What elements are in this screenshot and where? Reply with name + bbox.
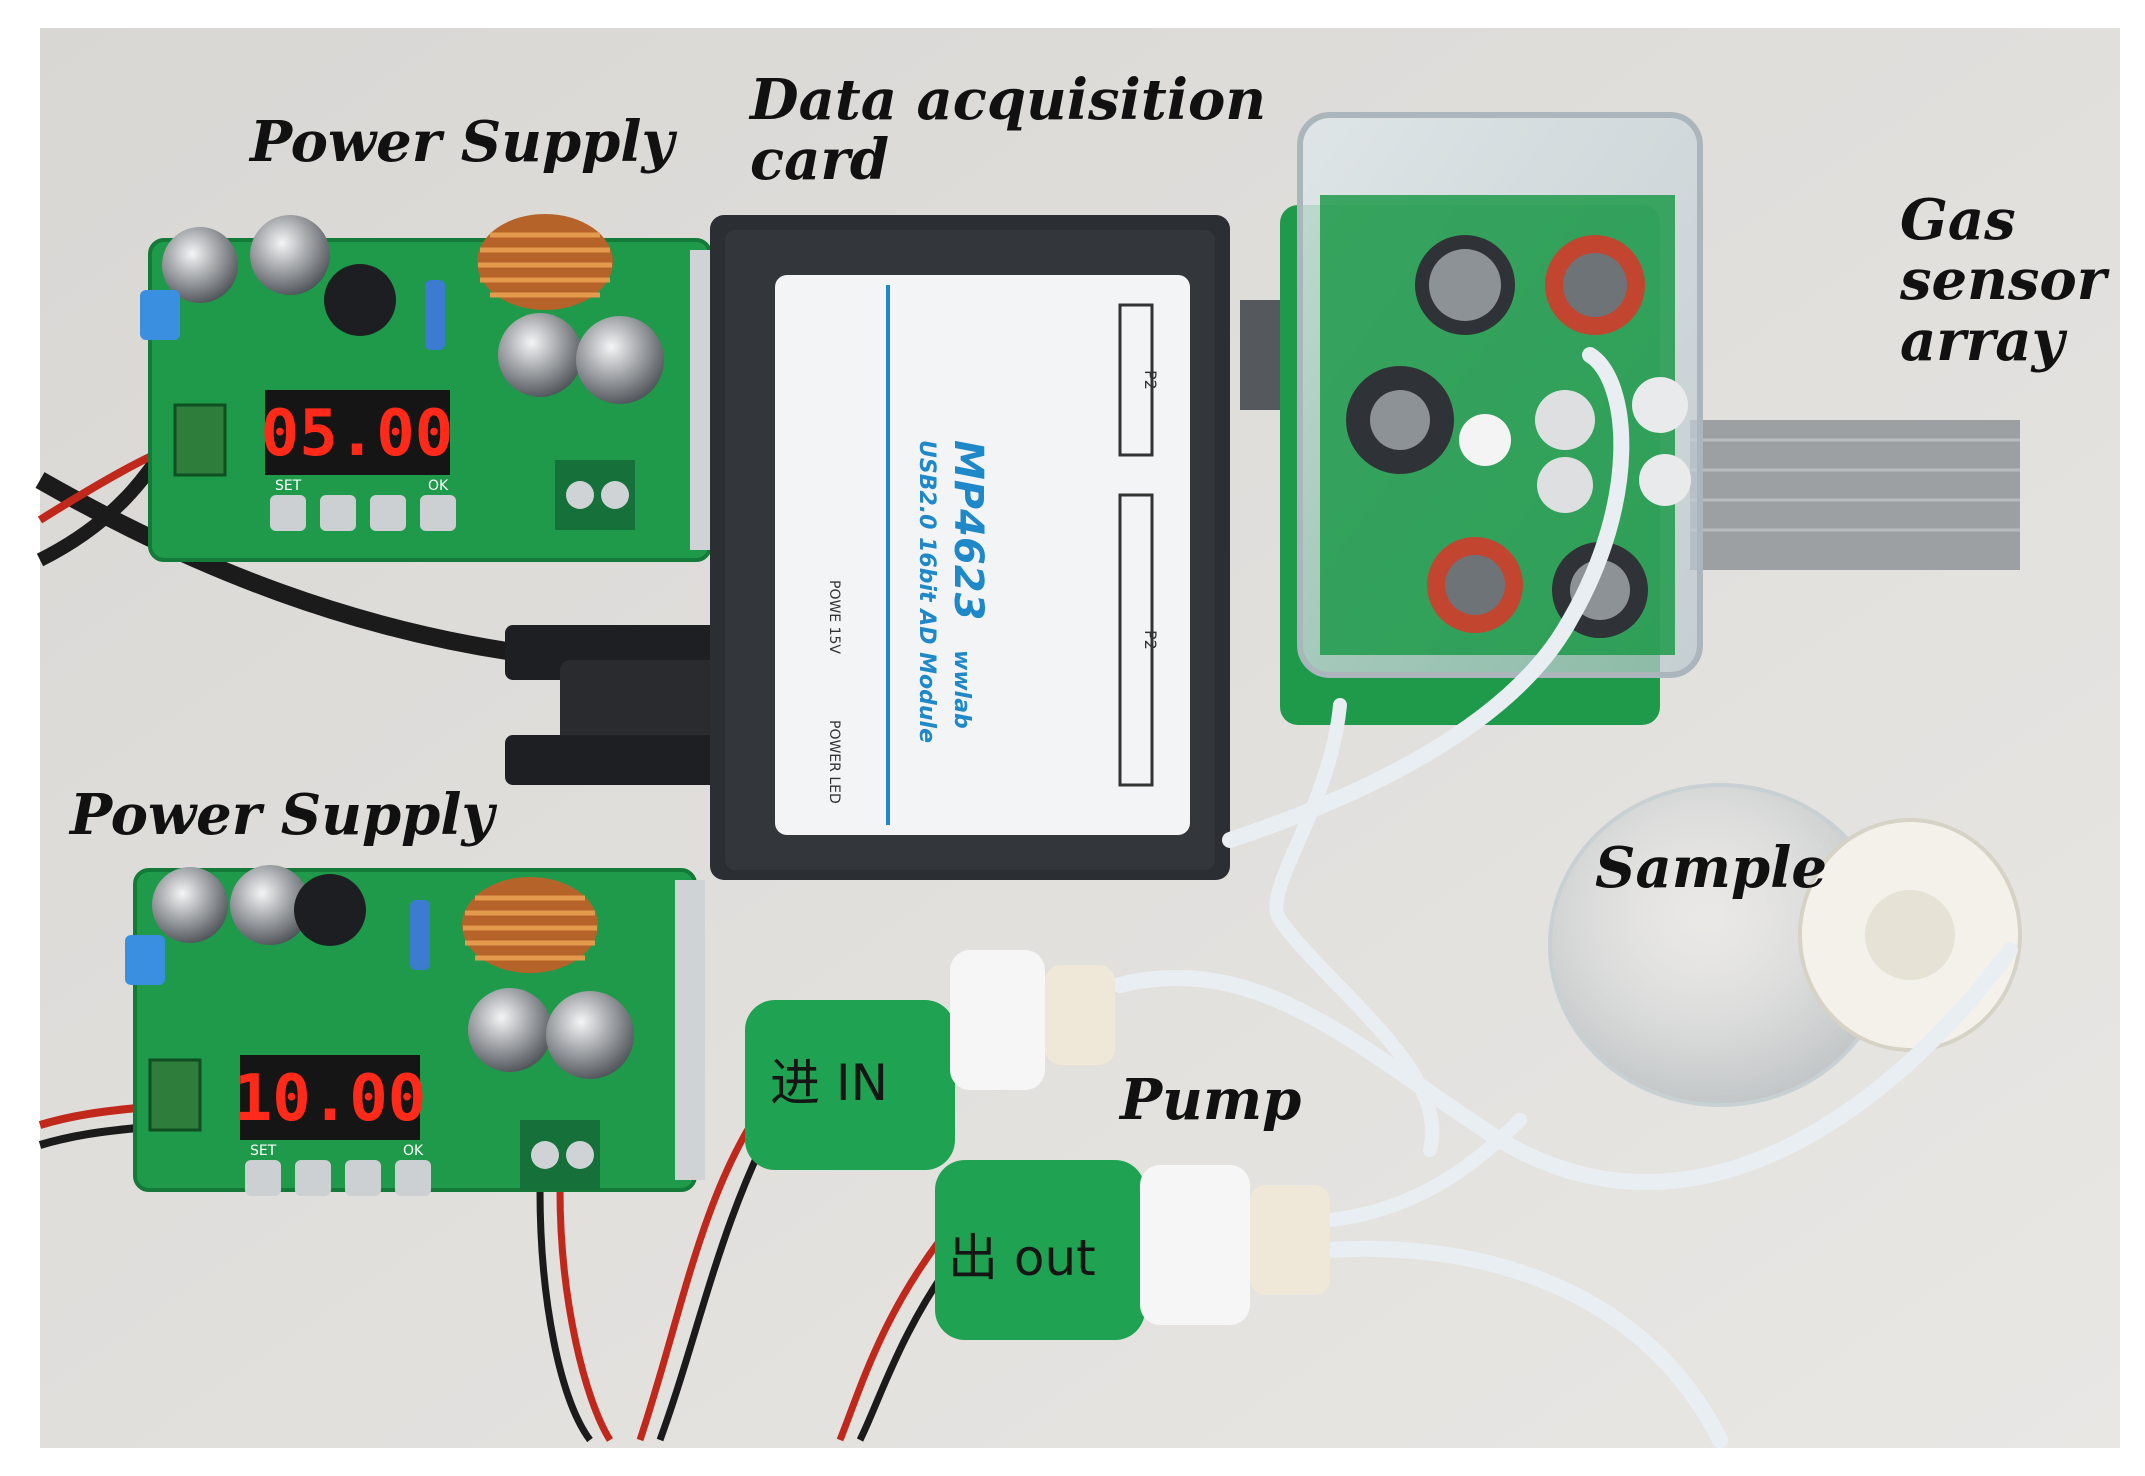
gas-sensor-box <box>1280 112 1703 725</box>
set-label-bottom: SET <box>250 1143 277 1159</box>
label-power-supply-top: Power Supply <box>250 109 675 175</box>
pump-out: 出 out <box>935 1160 1330 1340</box>
set-label-top: SET <box>275 478 302 494</box>
daq-module: MP4623 USB2.0 16bit AD Module wwlab P2 P… <box>710 215 1230 880</box>
power-supply-bottom-board: 10.00 SET OK <box>125 865 705 1196</box>
ribbon-cable <box>1240 300 2020 570</box>
ok-label-top: OK <box>428 478 449 494</box>
label-sample: Sample <box>1595 835 1828 901</box>
module-model: MP4623 <box>945 440 991 620</box>
label-data-acquisition-card: Data acquisition card <box>750 67 1267 194</box>
label-power-supply-bottom: Power Supply <box>70 782 495 848</box>
power-display-top: 05.00 <box>261 397 454 471</box>
pump-out-tag: 出 out <box>948 1229 1096 1287</box>
serial-connector <box>505 625 730 785</box>
port-label-1: P2 <box>1141 370 1160 390</box>
power-supply-top-board: 05.00 SET OK <box>140 214 720 562</box>
label-gas-sensor-array: Gas sensor array <box>1900 187 2107 374</box>
ok-label-bottom: OK <box>403 1143 424 1159</box>
module-subtitle: USB2.0 16bit AD Module <box>914 440 939 743</box>
port-label-2: P2 <box>1141 630 1160 650</box>
tubes <box>1112 347 2018 1448</box>
led-label: POWER LED <box>826 720 842 804</box>
sample-flask <box>1548 783 2022 1107</box>
module-brand: wwlab <box>949 650 974 729</box>
label-pump: Pump <box>1120 1067 1302 1133</box>
power-label: POWE 15V <box>826 580 842 654</box>
pump-in-tag: 进 IN <box>770 1054 888 1112</box>
power-display-bottom: 10.00 <box>234 1062 427 1136</box>
pump-in: 进 IN <box>745 950 1115 1170</box>
